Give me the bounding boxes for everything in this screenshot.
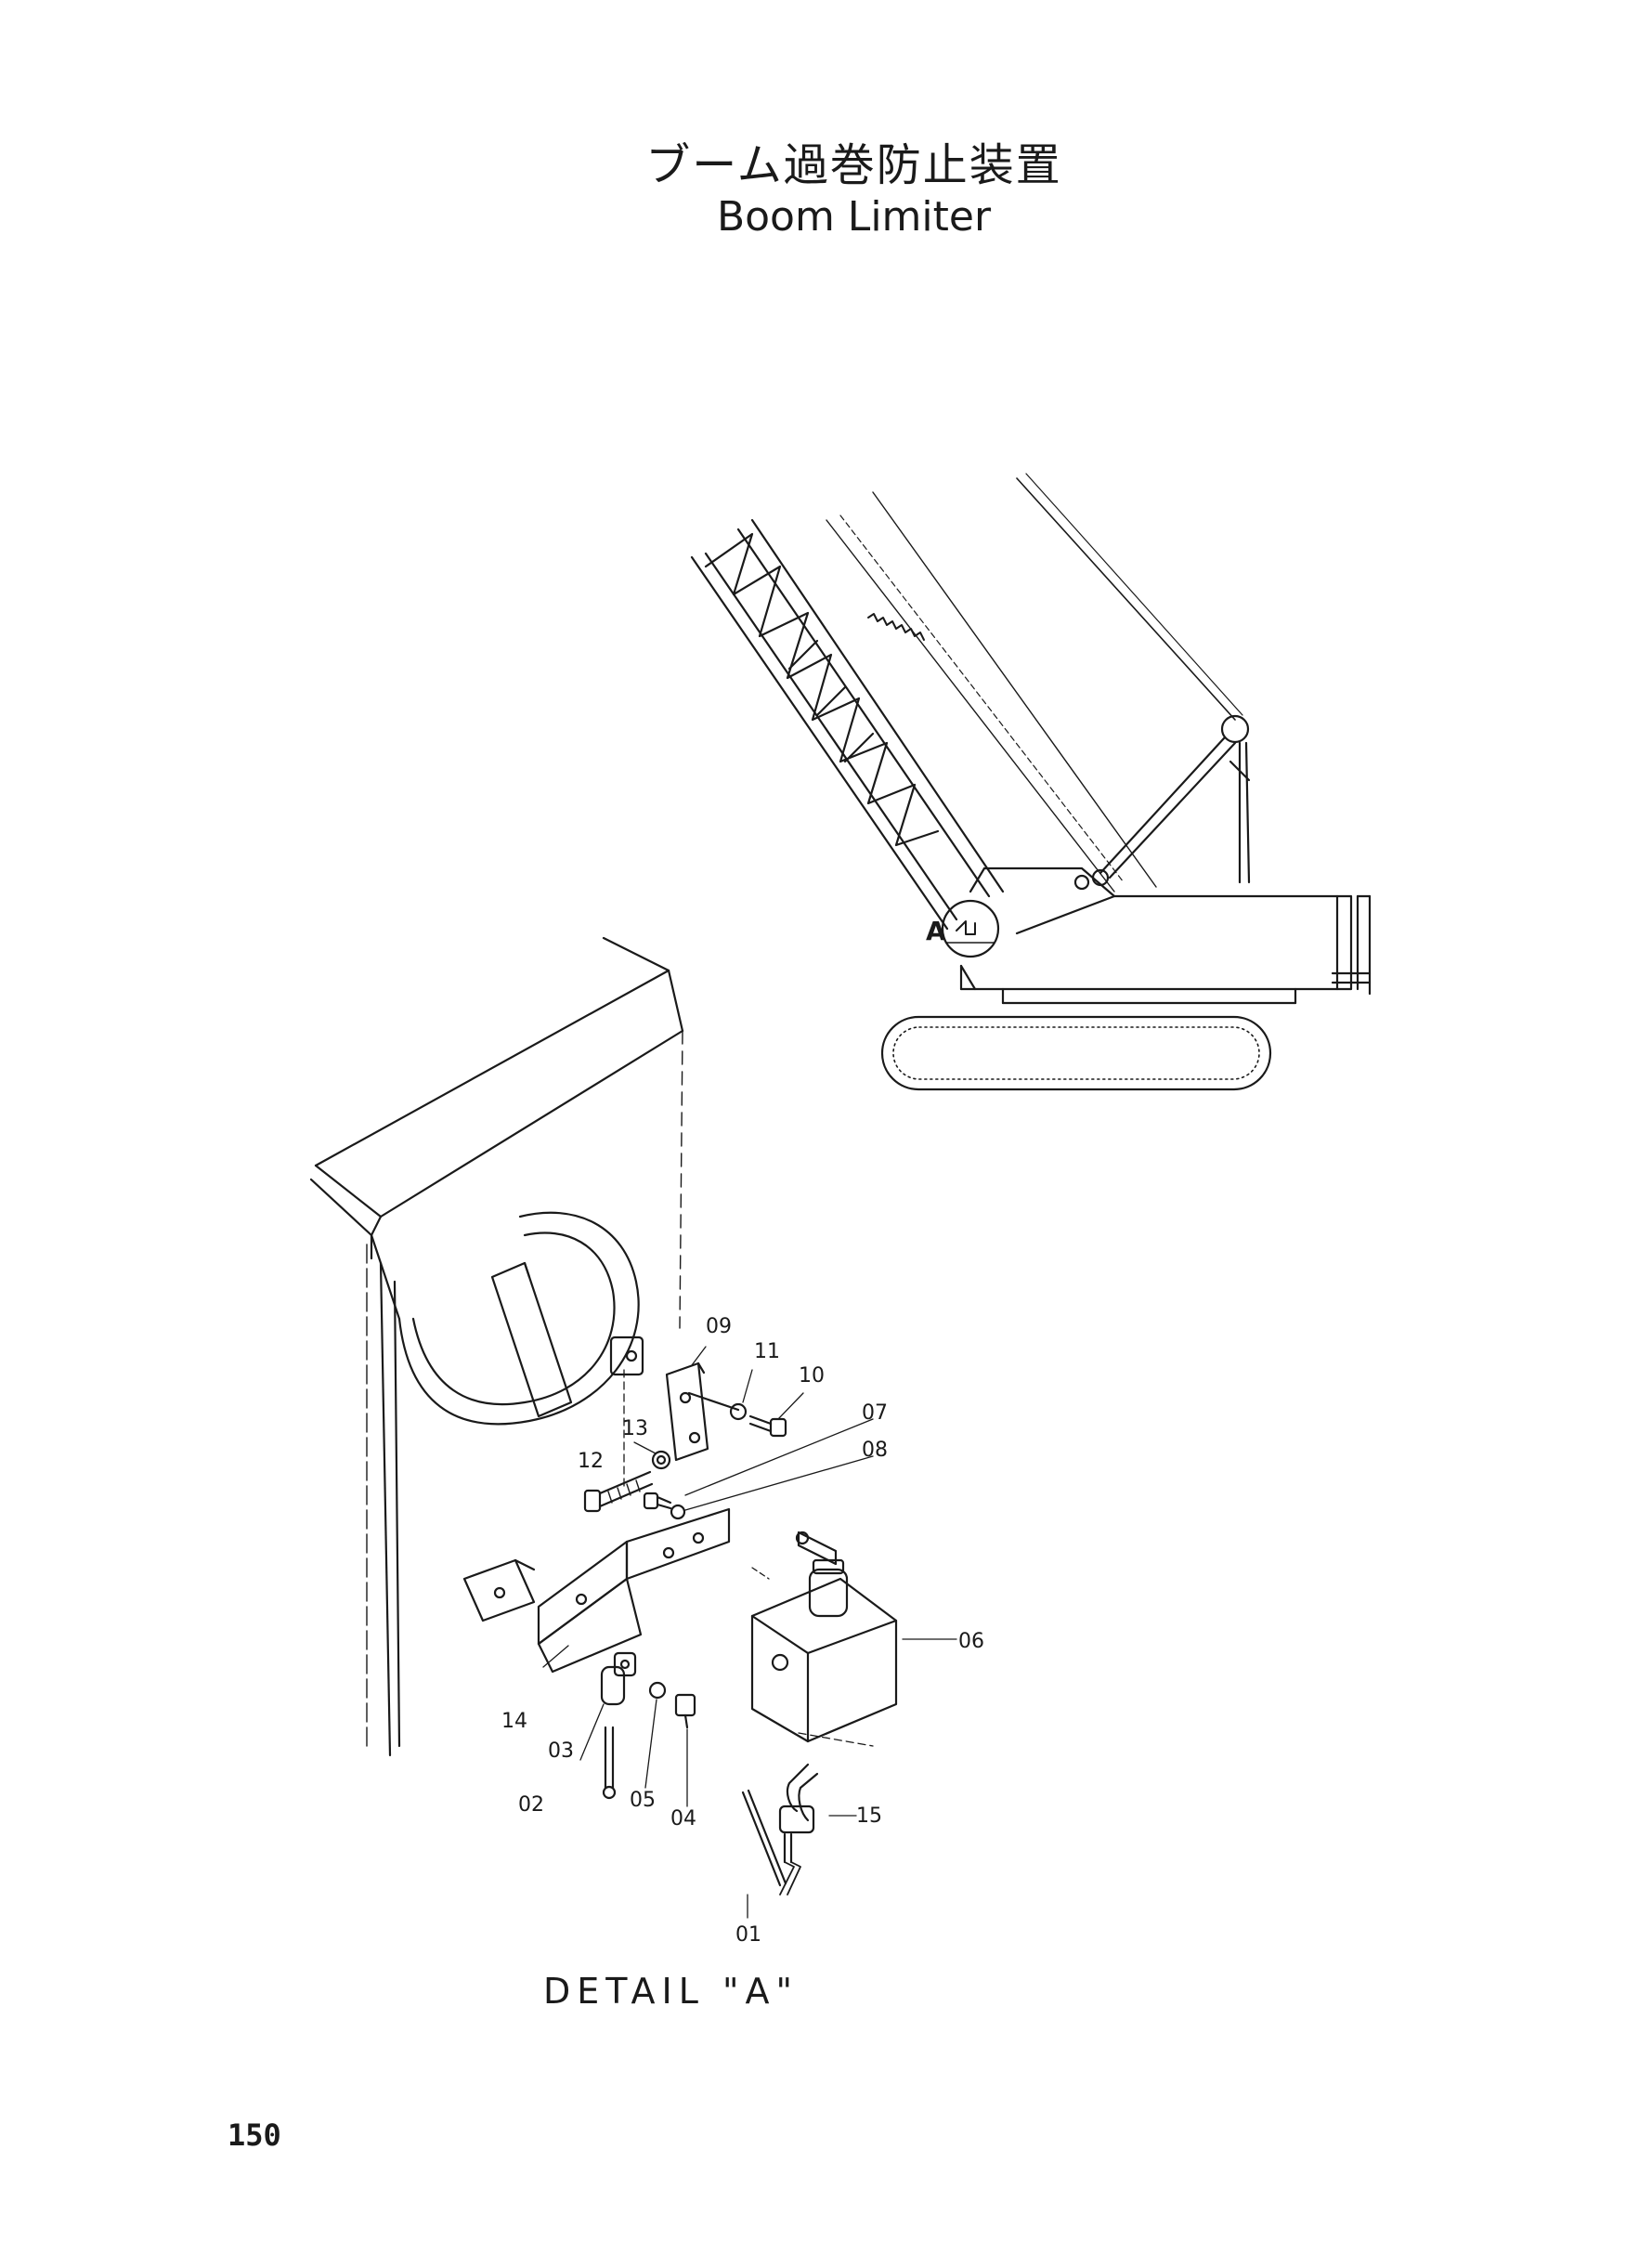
part-label-07: 07 (862, 1401, 888, 1425)
part-label-06: 06 (958, 1630, 984, 1653)
page-number: 150 (228, 2117, 281, 2153)
part-13-nut (651, 1450, 671, 1470)
part-05-washer (648, 1681, 667, 1700)
leader-lines (542, 1346, 957, 1919)
part-label-12: 12 (578, 1450, 604, 1473)
part-label-10: 10 (799, 1364, 825, 1388)
crane-illustration (690, 473, 1372, 1091)
part-label-15: 15 (856, 1804, 882, 1828)
part-label-01: 01 (735, 1923, 761, 1947)
spacer-block (462, 1558, 536, 1622)
part-label-14: 14 (501, 1710, 527, 1733)
boom-foot (309, 936, 684, 1757)
part-10-bolt (748, 1414, 787, 1438)
part-12-bolt (583, 1470, 654, 1513)
page-title-japanese: ブーム過巻防止装置 (645, 139, 1062, 191)
part-02-rod (602, 1726, 617, 1800)
part-04-bolt (674, 1693, 696, 1729)
crane-gantry (1073, 714, 1251, 891)
part-11-washer (729, 1402, 748, 1421)
part-label-13: 13 (622, 1417, 648, 1440)
crane-crawler (880, 987, 1297, 1091)
part-label-11: 11 (754, 1340, 780, 1363)
part-06-switch (750, 1531, 898, 1743)
part-label-08: 08 (862, 1439, 888, 1462)
detail-marker-label: A (926, 916, 946, 946)
part-03-clamp (600, 1651, 637, 1706)
part-07-bolt (643, 1492, 672, 1510)
part-08-washer (670, 1504, 686, 1520)
part-label-05: 05 (630, 1789, 656, 1812)
part-09-plate (665, 1362, 740, 1462)
crane-upper-body (959, 866, 1372, 996)
part-label-04: 04 (670, 1807, 696, 1831)
detail-a-marker (941, 899, 1000, 958)
detail-a-illustration (309, 936, 957, 1919)
page-title-english: Boom Limiter (716, 193, 992, 241)
part-labels: 09 11 10 07 08 13 12 06 14 03 02 05 04 1… (501, 1315, 984, 1947)
part-label-09: 09 (706, 1315, 732, 1338)
part-label-02: 02 (518, 1793, 544, 1817)
crane-boom (690, 518, 1005, 931)
detail-caption: DETAIL "A" (543, 1971, 799, 2012)
part-15-fitting (741, 1763, 819, 1896)
part-label-03: 03 (548, 1739, 574, 1763)
